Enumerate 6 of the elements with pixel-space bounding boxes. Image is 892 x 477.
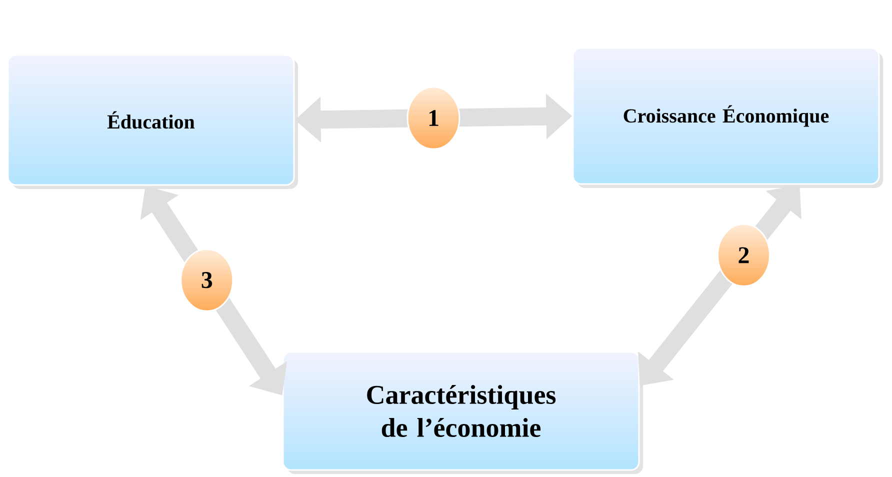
edge-label: 3 — [180, 248, 234, 312]
process-box: Éducation — [7, 54, 298, 189]
edge-label: 2 — [717, 223, 770, 287]
process-box: Caractéristiques de l’économie — [282, 351, 643, 474]
edge-label: 1 — [406, 86, 460, 150]
process-box: Croissance Économique — [572, 47, 883, 188]
